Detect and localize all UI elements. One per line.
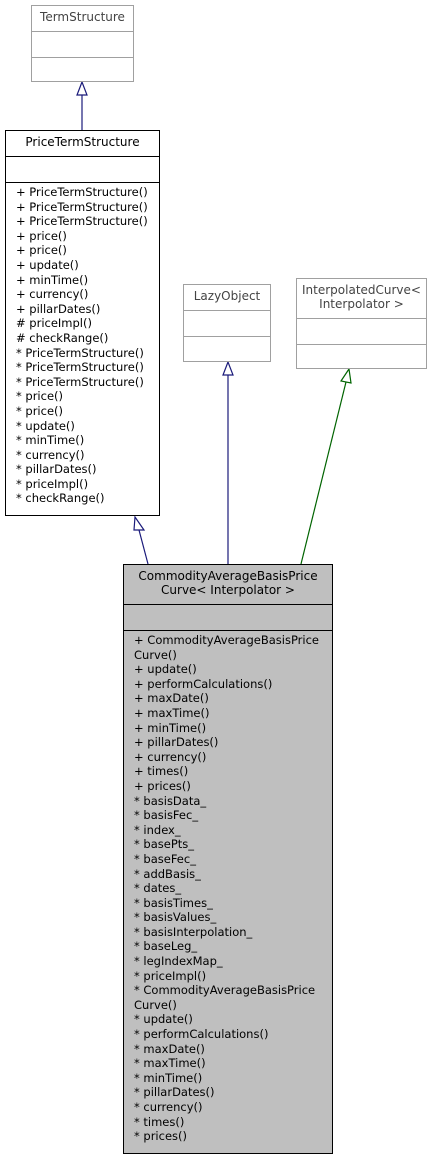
member-item: + prices(): [134, 778, 191, 793]
member-item: * priceImpl(): [134, 968, 207, 983]
class-name: CommodityAverageBasisPrice Curve< Interp…: [124, 565, 332, 605]
member-item: * baseLeg_: [134, 939, 198, 954]
member-item: + minTime(): [134, 720, 207, 735]
member-item: * performCalculations(): [134, 1027, 269, 1042]
class-name: LazyObject: [184, 285, 270, 311]
member-item: * index_: [134, 822, 181, 837]
class-name-line1: CommodityAverageBasisPrice: [138, 569, 318, 583]
member-item: Curve(): [134, 647, 177, 662]
member-item: * PriceTermStructure(): [16, 360, 144, 375]
attributes-section: [6, 157, 159, 183]
member-item: + pillarDates(): [134, 735, 219, 750]
class-name-line2: Interpolator >: [319, 297, 404, 311]
member-list: + PriceTermStructure()+ PriceTermStructu…: [6, 185, 159, 506]
member-item: + update(): [134, 662, 197, 677]
member-item: + pillarDates(): [16, 301, 101, 316]
member-item: + update(): [16, 257, 79, 272]
member-item: * basePts_: [134, 837, 195, 852]
member-item: Curve(): [134, 997, 177, 1012]
member-item: + PriceTermStructure(): [16, 185, 148, 199]
member-item: * CommodityAverageBasisPrice: [134, 983, 316, 998]
attributes-section: [32, 32, 133, 58]
class-name: TermStructure: [32, 6, 133, 32]
member-item: * maxTime(): [134, 1056, 206, 1071]
member-item: * update(): [134, 1012, 193, 1027]
member-item: + currency(): [134, 749, 207, 764]
methods-section: + PriceTermStructure()+ PriceTermStructu…: [6, 183, 159, 506]
member-item: + maxDate(): [134, 691, 209, 706]
member-item: * basisData_: [134, 793, 207, 808]
class-name: InterpolatedCurve< Interpolator >: [297, 279, 426, 319]
attributes-section: [184, 311, 270, 337]
member-item: + price(): [16, 243, 67, 258]
member-item: * pillarDates(): [134, 1085, 215, 1100]
edge-commodity-to-price: [138, 529, 149, 565]
class-lazy-object[interactable]: LazyObject: [183, 284, 271, 362]
member-item: * basisValues_: [134, 910, 217, 925]
member-item: * legIndexMap_: [134, 954, 223, 969]
member-item: * minTime(): [134, 1070, 203, 1085]
member-item: + times(): [134, 764, 189, 779]
member-item: + performCalculations(): [134, 676, 273, 691]
member-item: + price(): [16, 228, 67, 243]
member-item: * price(): [16, 389, 63, 404]
member-item: + minTime(): [16, 272, 89, 287]
member-item: * times(): [134, 1114, 185, 1129]
member-item: * currency(): [134, 1100, 203, 1114]
member-item: * maxDate(): [134, 1041, 205, 1056]
edge-commodity-to-interp: [300, 381, 347, 565]
member-item: * update(): [16, 418, 75, 433]
member-item: + PriceTermStructure(): [16, 199, 148, 214]
member-item: * PriceTermStructure(): [16, 374, 144, 389]
class-name: PriceTermStructure: [6, 131, 159, 157]
attributes-section: [124, 605, 332, 631]
arrow-head-interp: [340, 367, 352, 384]
member-item: * baseFec_: [134, 851, 196, 866]
member-item: # priceImpl(): [16, 316, 92, 331]
arrow-head-price: [133, 515, 146, 531]
member-item: * currency(): [16, 447, 85, 462]
member-item: * checkRange(): [16, 491, 105, 506]
member-item: * pillarDates(): [16, 462, 97, 477]
class-name-line1: InterpolatedCurve<: [302, 283, 421, 297]
member-item: * price(): [16, 403, 63, 418]
class-price-term-structure[interactable]: PriceTermStructure + PriceTermStructure(…: [5, 130, 160, 516]
member-item: * dates_: [134, 881, 182, 896]
member-item: * PriceTermStructure(): [16, 345, 144, 360]
member-item: * basisTimes_: [134, 895, 213, 910]
member-item: * priceImpl(): [16, 476, 89, 491]
member-item: + currency(): [16, 287, 89, 302]
member-item: + PriceTermStructure(): [16, 214, 148, 229]
methods-section: [184, 337, 270, 361]
member-item: + maxTime(): [134, 705, 210, 720]
member-item: * prices(): [134, 1129, 187, 1144]
class-name-line2: Curve< Interpolator >: [161, 583, 295, 597]
arrow-head-lazy: [222, 360, 234, 376]
methods-section: [297, 345, 426, 368]
member-item: * basisFec_: [134, 808, 199, 823]
methods-section: [32, 58, 133, 81]
member-item: * addBasis_: [134, 866, 201, 881]
member-item: * basisInterpolation_: [134, 924, 253, 939]
class-commodity-average-basis-price-curve[interactable]: CommodityAverageBasisPrice Curve< Interp…: [123, 564, 333, 1154]
arrow-head-term: [76, 80, 88, 96]
member-item: + CommodityAverageBasisPrice: [134, 633, 319, 647]
class-interpolated-curve[interactable]: InterpolatedCurve< Interpolator >: [296, 278, 427, 369]
attributes-section: [297, 319, 426, 345]
member-item: # checkRange(): [16, 330, 109, 345]
member-item: * minTime(): [16, 433, 85, 448]
class-term-structure[interactable]: TermStructure: [31, 5, 134, 82]
